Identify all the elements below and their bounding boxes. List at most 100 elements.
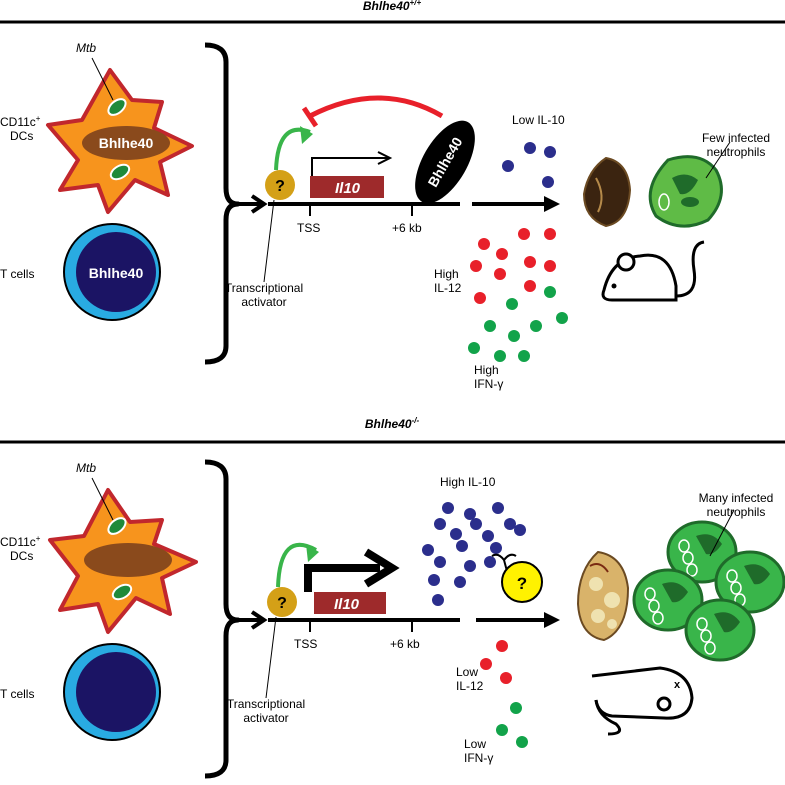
ifng-molecule xyxy=(508,330,520,342)
tss-arrow-wt xyxy=(311,157,388,176)
il10-gene-box-ko xyxy=(314,592,386,614)
lung-lesion-icon xyxy=(576,550,630,642)
il12-molecule xyxy=(494,268,506,280)
il12-molecule xyxy=(478,238,490,250)
il10-molecule xyxy=(434,556,446,568)
il12-dots-ko xyxy=(480,640,512,684)
il10-molecule xyxy=(524,142,536,154)
mtb-bacterium-icon xyxy=(648,599,660,613)
mtb-label-ko: Mtb xyxy=(76,461,96,475)
mtb-pointer-ko xyxy=(91,477,114,521)
sick-mouse-icon: x xyxy=(591,666,694,736)
activator-label-wt-line2: activator xyxy=(241,295,286,309)
il10-molecule xyxy=(484,556,496,568)
bhlhe40-repressor-wt xyxy=(415,120,475,204)
mtb-pointer-wt xyxy=(91,57,114,101)
il10-dots-ko xyxy=(422,502,526,606)
mtb-bacterium-icon xyxy=(678,539,690,553)
dc-nucleus-ko xyxy=(84,543,172,577)
activator-label-wt: Transcriptional xyxy=(225,281,303,295)
il10-molecule xyxy=(454,576,466,588)
mtb-bacterium-icon xyxy=(696,617,708,631)
ifng-level-label-ko: Low xyxy=(464,737,486,751)
ifng-dots-wt xyxy=(468,286,568,362)
ifng-molecule xyxy=(494,350,506,362)
il12-molecule xyxy=(496,640,508,652)
il12-level-label-ko-line2: IL-12 xyxy=(456,679,484,693)
mtb-bacterium-icon xyxy=(652,611,664,625)
ifng-molecule xyxy=(468,342,480,354)
ifng-molecule xyxy=(496,724,508,736)
ifng-molecule xyxy=(530,320,542,332)
infected-neutrophil-cluster xyxy=(632,520,785,662)
il12-molecule xyxy=(480,658,492,670)
il12-molecule xyxy=(518,228,530,240)
ifng-level-label-wt: High xyxy=(474,363,499,377)
mtb-bacterium-icon xyxy=(704,641,716,655)
mtb-bacterium-icon xyxy=(726,569,738,583)
il12-molecule xyxy=(524,280,536,292)
ifng-level-label-ko-line2: IFN-γ xyxy=(464,751,493,765)
ifng-molecule xyxy=(556,312,568,324)
tss-arrow-ko xyxy=(304,564,380,592)
il12-molecule xyxy=(474,292,486,304)
il10-level-label-ko: High IL-10 xyxy=(440,475,496,489)
il10-molecule xyxy=(502,160,514,172)
il12-molecule xyxy=(470,260,482,272)
il10-molecule xyxy=(422,544,434,556)
dc-label-wt: CD11c+ xyxy=(0,114,41,129)
il10-molecule xyxy=(450,528,462,540)
il10-molecule xyxy=(542,176,554,188)
mtb-bacterium-icon xyxy=(686,563,698,577)
il12-molecule xyxy=(544,260,556,272)
activator-label-ko-line2: activator xyxy=(243,711,288,725)
infected-neutrophil-icon xyxy=(684,598,756,662)
mtb-bacterium-icon xyxy=(107,98,127,116)
neutrophil-label-wt-line2: neutrophils xyxy=(707,145,766,159)
lung-lesion-icon xyxy=(582,156,632,228)
il10-molecule xyxy=(456,540,468,552)
transcriptional-activator-ko xyxy=(267,587,297,617)
dc-label-wt-line2: DCs xyxy=(10,129,33,143)
il10-molecule xyxy=(482,530,494,542)
ifng-molecule xyxy=(518,350,530,362)
il12-molecule xyxy=(496,248,508,260)
genotype-title-wt: Bhlhe40+/+ xyxy=(363,0,422,13)
dc-nucleus-wt xyxy=(82,126,170,160)
tss-label-wt: TSS xyxy=(297,221,320,235)
t-cell-label-wt: T cells xyxy=(0,267,34,281)
activator-question-ko: ? xyxy=(277,595,287,612)
dendritic-cell-ko xyxy=(48,488,198,634)
il10-molecule xyxy=(442,502,454,514)
il10-molecule xyxy=(432,594,444,606)
il10-molecule xyxy=(464,508,476,520)
genotype-title-ko: Bhlhe40-/- xyxy=(365,416,420,431)
dead-eye-mark: x xyxy=(674,679,681,691)
dendritic-cell-wt: Bhlhe40 xyxy=(46,68,194,214)
t-cell-wt: Bhlhe40 xyxy=(63,223,161,321)
repression-arc-wt xyxy=(308,95,444,119)
infected-neutrophil-icon xyxy=(648,155,723,228)
il12-level-label-wt-line2: IL-12 xyxy=(434,281,462,295)
mtb-bacterium-icon xyxy=(644,587,656,601)
il10-level-label-wt: Low IL-10 xyxy=(512,113,565,127)
receptor-question: ? xyxy=(517,574,527,593)
ifng-molecule xyxy=(544,286,556,298)
activator-pointer-ko xyxy=(265,616,277,699)
t-cell-protein-label-wt: Bhlhe40 xyxy=(89,265,144,281)
dc-label-ko-line2: DCs xyxy=(10,549,33,563)
activator-question-wt: ? xyxy=(275,178,285,195)
il10-molecule xyxy=(492,502,504,514)
il10-molecule xyxy=(514,524,526,536)
mtb-bacterium-icon xyxy=(730,581,742,595)
ifng-molecule xyxy=(484,320,496,332)
mtb-label-wt: Mtb xyxy=(76,41,96,55)
il10-molecule xyxy=(544,146,556,158)
il10-dots-wt xyxy=(502,142,556,188)
il10-gene-label-ko: Il10 xyxy=(334,596,360,613)
il10-molecule xyxy=(490,542,502,554)
tss-label-ko: TSS xyxy=(294,637,317,651)
ifng-molecule xyxy=(516,736,528,748)
activator-label-ko: Transcriptional xyxy=(227,697,305,711)
